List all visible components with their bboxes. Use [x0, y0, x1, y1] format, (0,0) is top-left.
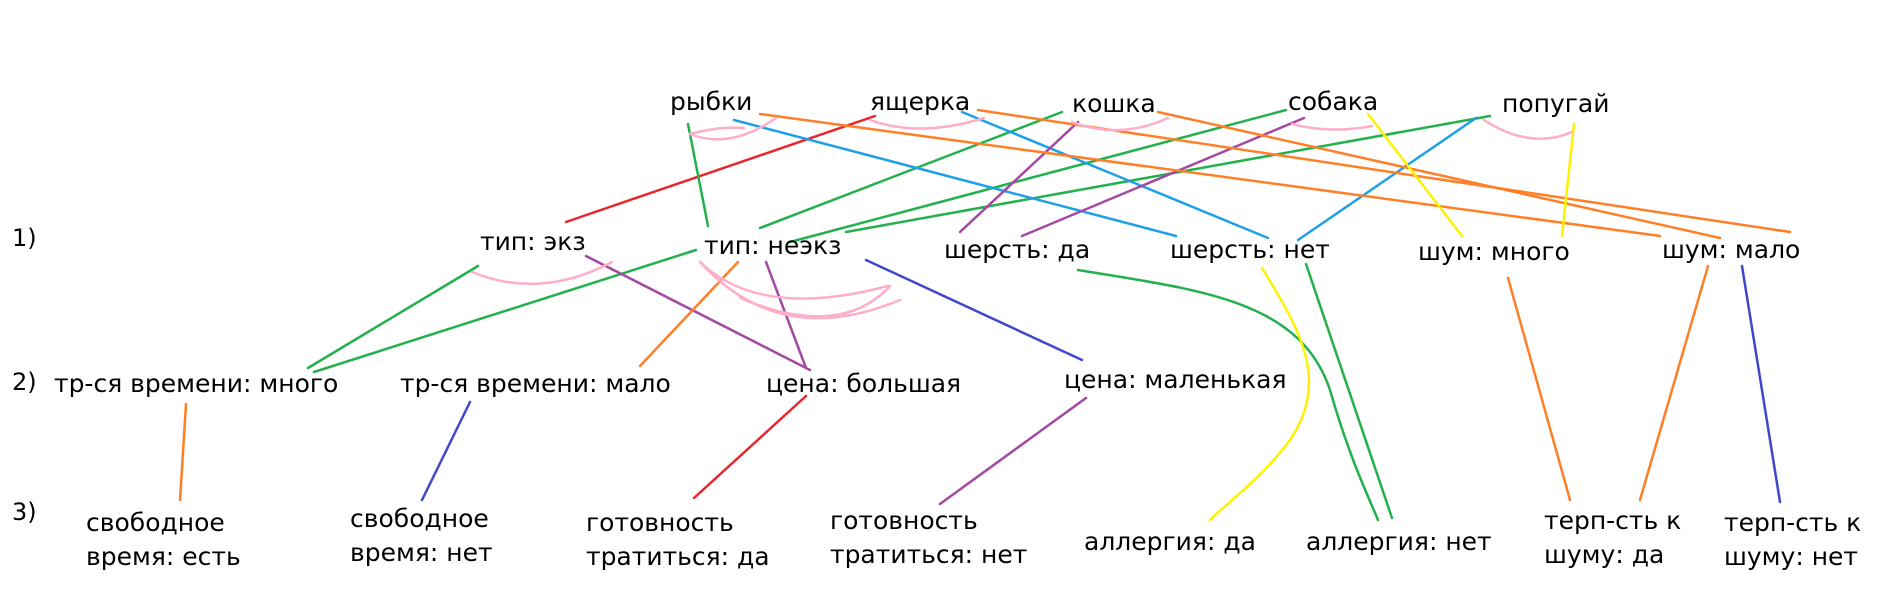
node-animal-cat: кошка	[1072, 89, 1156, 118]
edge-lizard-fur-no	[960, 110, 1270, 240]
node-free-time-no-line2: время: нет	[350, 538, 493, 567]
pink-arc-3	[868, 116, 986, 130]
pink-arc-4	[1070, 116, 1170, 132]
node-free-time-no-line1: свободное	[350, 504, 489, 533]
node-allergy-yes: аллергия: да	[1084, 526, 1256, 558]
node-spend-ready-yes: готовность тратиться: да	[586, 506, 770, 574]
node-animal-dog: собака	[1288, 87, 1379, 116]
edge-time-much-free-time-yes	[178, 402, 188, 502]
level-marker-3: 3)	[12, 498, 37, 526]
edge-fur-no-allergy-yes	[1208, 266, 1311, 522]
edge-fish-noise-little	[758, 112, 1662, 238]
node-noise-tolerance-yes-line2: шуму: да	[1544, 540, 1665, 569]
node-spend-ready-no-line2: тратиться: нет	[830, 540, 1028, 569]
node-free-time-yes-line1: свободное	[86, 508, 225, 537]
edge-cat-noise-little	[1156, 110, 1722, 240]
node-time-much: тр-ся времени: много	[54, 369, 339, 398]
edge-noise-little-tolerance-no	[1740, 264, 1782, 504]
edge-parrot-fur-no	[1296, 116, 1478, 242]
node-noise-little: шум: мало	[1662, 235, 1801, 264]
node-free-time-yes: свободное время: есть	[86, 506, 241, 574]
node-free-time-no: свободное время: нет	[350, 502, 493, 570]
edge-lizard-type-exotic	[564, 114, 877, 224]
pink-arc-5	[1290, 122, 1374, 131]
edge-nonexotic-price-small	[864, 258, 1084, 362]
node-noise-tolerance-yes: терп-сть к шуму: да	[1544, 504, 1681, 572]
node-allergy-yes-line1: аллергия: да	[1084, 527, 1256, 556]
node-spend-ready-no-line1: готовность	[830, 506, 978, 535]
edge-nonexotic-time-much	[312, 248, 698, 374]
edge-cat-fur-yes	[958, 120, 1080, 234]
node-noise-tolerance-no-line1: терп-сть к	[1724, 508, 1862, 537]
edge-dog-type-nonexotic	[788, 108, 1288, 244]
node-spend-ready-yes-line2: тратиться: да	[586, 542, 770, 571]
edge-parrot-noise-much	[1560, 122, 1576, 238]
node-noise-tolerance-yes-line1: терп-сть к	[1544, 506, 1682, 535]
pink-arc-1	[688, 116, 778, 141]
edge-fish-fur-no	[732, 118, 1178, 238]
pink-arc-6	[1482, 118, 1574, 140]
node-noise-tolerance-no: терп-сть к шуму: нет	[1724, 506, 1861, 574]
node-price-small: цена: маленькая	[1064, 365, 1287, 394]
node-spend-ready-no: готовность тратиться: нет	[830, 504, 1027, 572]
edge-dog-noise-much	[1366, 112, 1464, 238]
edge-dog-fur-yes	[1020, 116, 1306, 238]
level-marker-1: 1)	[12, 224, 37, 252]
node-allergy-no: аллергия: нет	[1306, 526, 1492, 558]
level-marker-2: 2)	[12, 368, 37, 396]
node-time-little: тр-ся времени: мало	[400, 369, 671, 398]
node-fur-yes: шерсть: да	[944, 235, 1091, 264]
edge-exotic-price-big	[584, 254, 812, 372]
node-noise-tolerance-no-line2: шуму: нет	[1724, 542, 1858, 571]
node-spend-ready-yes-line1: готовность	[586, 508, 734, 537]
edge-fur-no-allergy-no	[1304, 262, 1394, 520]
node-allergy-no-line1: аллергия: нет	[1306, 527, 1492, 556]
edge-price-big-spend-yes	[692, 394, 808, 500]
node-animal-fish: рыбки	[670, 87, 753, 116]
node-noise-much: шум: много	[1418, 237, 1570, 266]
pink-arc-10	[738, 284, 892, 318]
edge-price-small-spend-no	[938, 396, 1088, 506]
edge-noise-little-tolerance-yes	[1638, 264, 1710, 502]
node-type-nonexotic: тип: неэкз	[704, 231, 842, 260]
edge-noise-much-tolerance-yes	[1506, 276, 1572, 502]
pink-arc-2	[688, 126, 746, 136]
edge-time-little-free-time-no	[420, 400, 472, 502]
pink-arc-9	[698, 260, 902, 320]
node-type-exotic: тип: экз	[480, 227, 586, 256]
node-fur-no: шерсть: нет	[1170, 235, 1330, 264]
node-free-time-yes-line2: время: есть	[86, 542, 241, 571]
pink-arc-7	[470, 260, 614, 286]
node-animal-lizard: ящерка	[870, 87, 971, 116]
node-animal-parrot: попугай	[1502, 89, 1610, 118]
edge-fish-type-nonexotic	[686, 122, 710, 228]
edge-fur-yes-allergy-no	[1076, 268, 1380, 522]
node-price-big: цена: большая	[766, 369, 962, 398]
edge-exotic-time-much	[306, 264, 480, 370]
pink-arc-8	[698, 260, 890, 300]
edge-nonexotic-time-little	[638, 260, 740, 368]
